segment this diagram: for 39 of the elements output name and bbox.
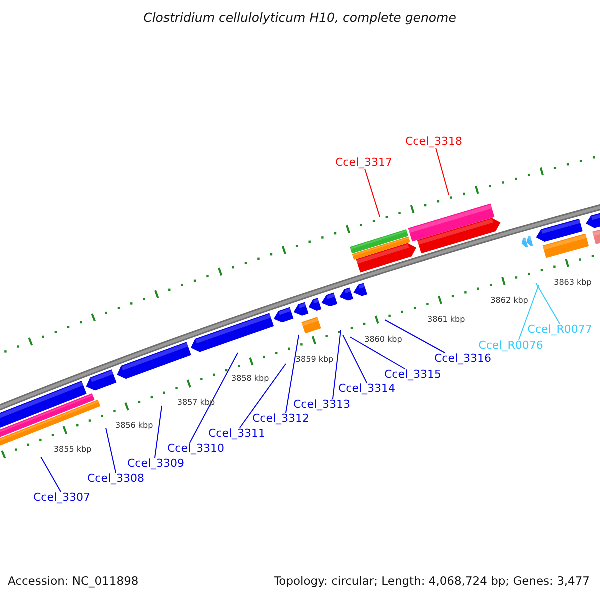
leader-line [154, 406, 162, 458]
gene-label: Ccel_3307 [33, 492, 91, 504]
leader-line [332, 330, 342, 400]
leader-line [190, 352, 238, 444]
gene-label: Ccel_R0076 [478, 340, 544, 352]
leader-line [106, 428, 116, 474]
gene-label: Ccel_3313 [293, 399, 351, 411]
scale-label: 3856 kbp [116, 420, 154, 432]
gene-label: Ccel_3317 [335, 157, 393, 169]
scale-label: 3863 kbp [554, 277, 592, 290]
leader-line [436, 148, 450, 196]
leader-line [240, 364, 286, 428]
gene-label: Ccel_3318 [405, 136, 463, 148]
gene-label: Ccel_R0077 [528, 324, 592, 336]
scale-label: 3858 kbp [232, 372, 270, 384]
gene-label: Ccel_3310 [167, 443, 225, 455]
leader-line [518, 284, 540, 340]
leader-line [384, 320, 446, 354]
leader-line [536, 282, 560, 324]
gene-label: Ccel_3311 [208, 428, 266, 440]
leader-line [286, 334, 300, 414]
scale-label: 3862 kbp [490, 295, 528, 308]
scale-label: 3860 kbp [364, 334, 402, 346]
gene-label: Ccel_3312 [252, 413, 310, 425]
gene-label: Ccel_3315 [384, 369, 442, 381]
scale-label: 3859 kbp [296, 354, 334, 366]
leader-line [342, 334, 368, 384]
gene-label: Ccel_3309 [127, 458, 185, 470]
leader-line [40, 456, 62, 492]
scale-label: 3855 kbp [54, 444, 92, 456]
footer-text: Topology: circular; Length: 4,068,724 bp; Genes: 3,477 [274, 575, 590, 587]
gene-label: Ccel_3316 [434, 353, 492, 365]
leader-line [350, 336, 406, 370]
footer-text: Accession: NC_011898 [8, 575, 139, 587]
title: Clostridium cellulolyticum H10, complete genome [144, 12, 456, 24]
gene-label: Ccel_3308 [87, 473, 145, 485]
scale-label: 3861 kbp [428, 314, 466, 326]
gene-label: Ccel_3314 [338, 383, 396, 395]
leader-line [364, 168, 380, 218]
